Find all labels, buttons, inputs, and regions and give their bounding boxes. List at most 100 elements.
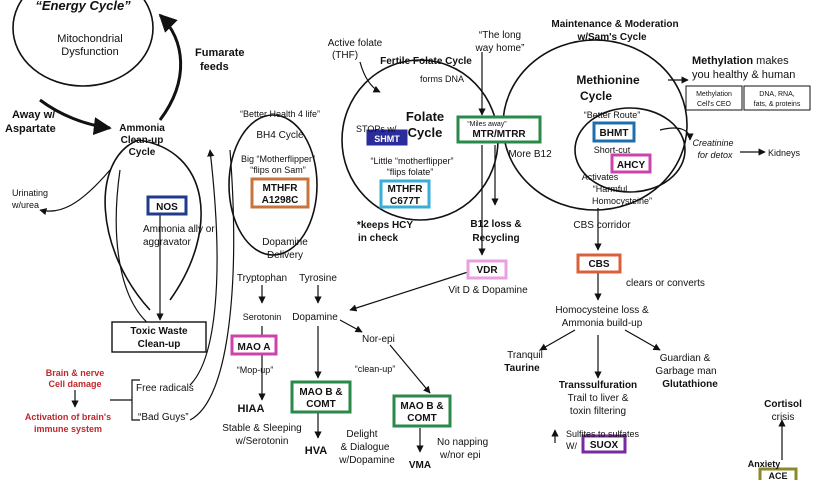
to-taurine-arrow xyxy=(539,329,576,351)
radicals-loop xyxy=(189,149,218,386)
methionine-inner-circle xyxy=(574,107,686,193)
nor-epi: Nor-epi xyxy=(362,334,395,345)
guardian-l3: Glutathione xyxy=(662,379,718,390)
long-way-l1: “The long xyxy=(479,30,521,41)
urinating-arrow xyxy=(39,169,111,216)
short-cut: Short-cut xyxy=(594,145,631,155)
maob1-l2: COMT xyxy=(306,399,335,410)
delight-l1: Delight xyxy=(346,429,377,440)
cortisol-l2: crisis xyxy=(772,412,795,423)
homocysteine-l1: Homocysteine loss & xyxy=(555,305,649,316)
miles-away: “Miles away” xyxy=(467,121,507,128)
nos-loop xyxy=(115,169,151,326)
methylation-l2: you healthy & human xyxy=(692,69,795,81)
methionine-l1: Methionine xyxy=(576,73,640,87)
brain-l1: Brain & nerve xyxy=(46,368,105,378)
bhmt-label: BHMT xyxy=(600,128,629,139)
cbs-label: CBS xyxy=(588,259,609,270)
fumarate-l1: Fumarate xyxy=(195,47,245,59)
dna-box xyxy=(743,85,811,111)
activation-l2: immune system xyxy=(34,424,102,434)
energy-sub2: Dysfunction xyxy=(61,46,118,58)
mthfr1-l1: MTHFR xyxy=(263,183,299,194)
ceo-l2: Cell's CEO xyxy=(697,101,732,108)
ceo-box xyxy=(685,85,743,111)
mtr-box xyxy=(456,115,542,144)
anxiety: Anxiety xyxy=(748,459,781,469)
ceo-l1: Methylation xyxy=(696,91,732,98)
more-b12: More B12 xyxy=(508,149,552,160)
fumarate-arrow xyxy=(158,13,183,121)
maob1-l1: MAO B & xyxy=(299,387,342,398)
energy-cycle-circle xyxy=(12,0,154,87)
ahcy-box xyxy=(610,153,652,174)
creatinine-arrow xyxy=(659,127,694,141)
mthfr2-l2: C677T xyxy=(390,196,420,207)
keeps-l2: in check xyxy=(358,233,398,244)
delight-l3: w/Dopamine xyxy=(338,455,395,466)
vma: VMA xyxy=(409,460,431,471)
free-radicals: Free radicals xyxy=(136,383,194,394)
urinating-l2: w/urea xyxy=(11,200,39,210)
tranquil-l2: Taurine xyxy=(504,363,540,374)
vitd: Vit D & Dopamine xyxy=(448,285,528,296)
little-l1: “Little “motherflipper” xyxy=(370,156,453,166)
active-folate-l2: (THF) xyxy=(332,50,358,61)
dopamine: Dopamine xyxy=(292,312,338,323)
tyrosine: Tyrosine xyxy=(299,273,337,284)
guardian-l2: Garbage man xyxy=(655,366,716,377)
trans-l2: Trail to liver & xyxy=(568,393,629,404)
methylation-bold: Methylation xyxy=(692,55,753,67)
trans-l1: Transsulfuration xyxy=(559,380,637,391)
away-l2: Aspartate xyxy=(5,123,56,135)
stable-l1: Stable & Sleeping xyxy=(222,423,302,434)
maob1-box xyxy=(290,380,352,414)
ace-label: ACE xyxy=(768,471,787,480)
bh4-cycle-circle xyxy=(228,114,318,256)
tryptophan: Tryptophan xyxy=(237,273,287,284)
homocysteine-l2: Ammonia build-up xyxy=(562,318,643,329)
toxic-box xyxy=(111,321,207,353)
delight-l2: & Dialogue xyxy=(341,442,390,453)
maob2-l2: COMT xyxy=(407,413,436,424)
no-napping-l2: w/nor epi xyxy=(439,450,481,461)
toxic-l1: Toxic Waste xyxy=(130,326,188,337)
clears: clears or converts xyxy=(626,278,705,289)
guardian-l1: Guardian & xyxy=(660,353,711,364)
mop-up: “Mop-up” xyxy=(237,365,274,375)
folate-cycle-l2: Cycle xyxy=(408,125,443,140)
ammonia-ally-l1: Ammonia ally or xyxy=(143,224,215,235)
maintenance-l1: Maintenance & Moderation xyxy=(551,19,678,30)
bad-guys: “Bad Guys” xyxy=(138,412,189,423)
ammonia-l2: Clean-up xyxy=(121,135,164,146)
active-folate-arrow xyxy=(359,61,381,93)
bhmt-box xyxy=(592,121,636,143)
hiaa: HIAA xyxy=(238,403,265,415)
sulfites-l1: Sulfites to sulfates xyxy=(566,429,640,439)
vdr-to-dopamine xyxy=(349,271,469,312)
to-glutathione-arrow xyxy=(624,329,661,351)
creatinine-l2: for detox xyxy=(697,150,733,160)
bh4-big1: Big “Motherflipper” xyxy=(241,154,315,164)
methylation-makes: makes xyxy=(753,55,789,67)
activates-l2: “Harmful xyxy=(593,184,628,194)
activates-l3: Homocysteine” xyxy=(592,196,652,206)
nos-label: NOS xyxy=(156,202,178,213)
dna-l2: fats, & proteins xyxy=(754,101,801,108)
ammonia-cycle-loop xyxy=(104,139,202,311)
serotonin: Serotonin xyxy=(243,312,282,322)
norepi-to-maob2 xyxy=(389,344,431,394)
radicals-bracket xyxy=(110,379,140,421)
bh4-big2: “flips on Sam” xyxy=(250,165,306,175)
dopamine-delivery-l2: Delivery xyxy=(267,250,303,261)
kidneys: Kidneys xyxy=(768,148,801,158)
ammonia-l3: Cycle xyxy=(129,147,156,158)
b12-l1: B12 loss & xyxy=(470,219,521,230)
energy-title: “Energy Cycle” xyxy=(35,0,131,13)
toxic-l2: Clean-up xyxy=(138,339,181,350)
bh4-cycle: BH4 Cycle xyxy=(256,130,304,141)
shmt-box xyxy=(366,129,408,146)
badguys-loop xyxy=(189,149,235,421)
bh4-quote: “Better Health 4 life” xyxy=(240,109,320,119)
ahcy-label: AHCY xyxy=(617,160,646,171)
